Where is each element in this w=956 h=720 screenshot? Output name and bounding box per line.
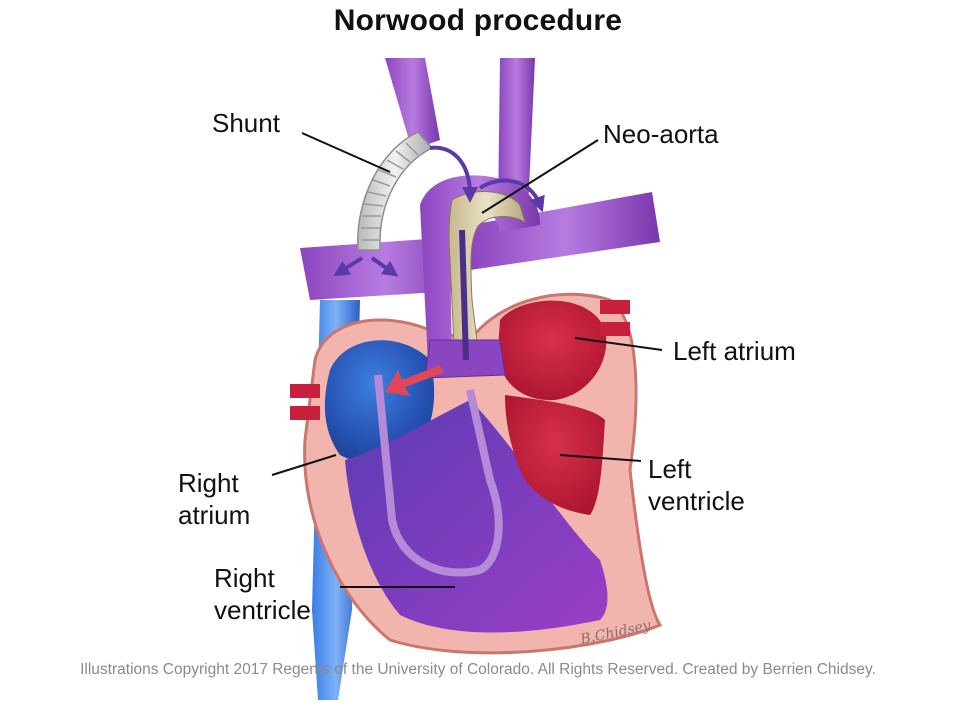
diagram-title: Norwood procedure	[333, 4, 623, 37]
pulmonary-veins	[290, 300, 630, 420]
label-right-ventricle-line2: ventricle	[214, 595, 311, 625]
svc-vessel	[385, 58, 535, 212]
label-shunt: Shunt	[212, 108, 280, 138]
rv-loop	[374, 374, 503, 577]
atrial-flow-arrow	[385, 365, 443, 396]
label-right-atrium-line1: Right	[178, 468, 239, 498]
leader-lines	[271, 132, 663, 588]
label-right-ventricle-line1: Right	[214, 563, 275, 593]
label-left-ventricle: Left ventricle	[648, 453, 745, 517]
label-left-ventricle-line1: Left	[648, 454, 692, 484]
left-atrium	[498, 300, 607, 401]
right-ventricle	[345, 400, 608, 633]
label-right-ventricle: Right ventricle	[214, 562, 311, 626]
shunt-graft	[357, 131, 434, 251]
neo-aorta	[420, 175, 540, 379]
label-left-atrium: Left atrium	[673, 336, 796, 366]
label-right-atrium: Right atrium	[178, 467, 250, 531]
label-right-atrium-line2: atrium	[178, 500, 251, 530]
flow-arrows	[333, 145, 545, 277]
label-neo-aorta: Neo-aorta	[603, 119, 719, 149]
label-left-ventricle-line2: ventricle	[648, 486, 745, 516]
copyright-credit: Illustrations Copyright 2017 Regents of …	[80, 661, 876, 678]
left-ventricle	[505, 395, 605, 515]
